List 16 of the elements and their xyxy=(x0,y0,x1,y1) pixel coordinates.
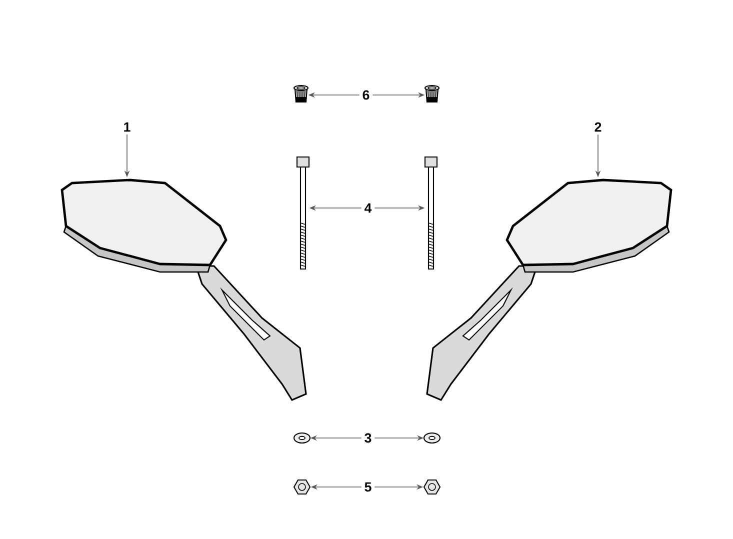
nut-drawing xyxy=(293,479,311,495)
mirror-drawing xyxy=(426,178,672,401)
nut-drawing xyxy=(423,479,441,495)
callout-number: 4 xyxy=(364,203,372,213)
washer-drawing xyxy=(293,432,311,444)
callout-number: 5 xyxy=(364,482,372,492)
cap-drawing xyxy=(424,84,440,103)
washer-drawing xyxy=(423,432,441,444)
callout-number: 1 xyxy=(124,122,130,132)
bolt-drawing xyxy=(424,156,438,270)
callout-number: 2 xyxy=(594,122,602,132)
mirror-drawing xyxy=(60,178,307,401)
cap-drawing xyxy=(293,84,309,103)
bolt-drawing xyxy=(296,156,310,270)
callout-number: 6 xyxy=(362,90,370,100)
callout-number: 3 xyxy=(364,433,372,443)
